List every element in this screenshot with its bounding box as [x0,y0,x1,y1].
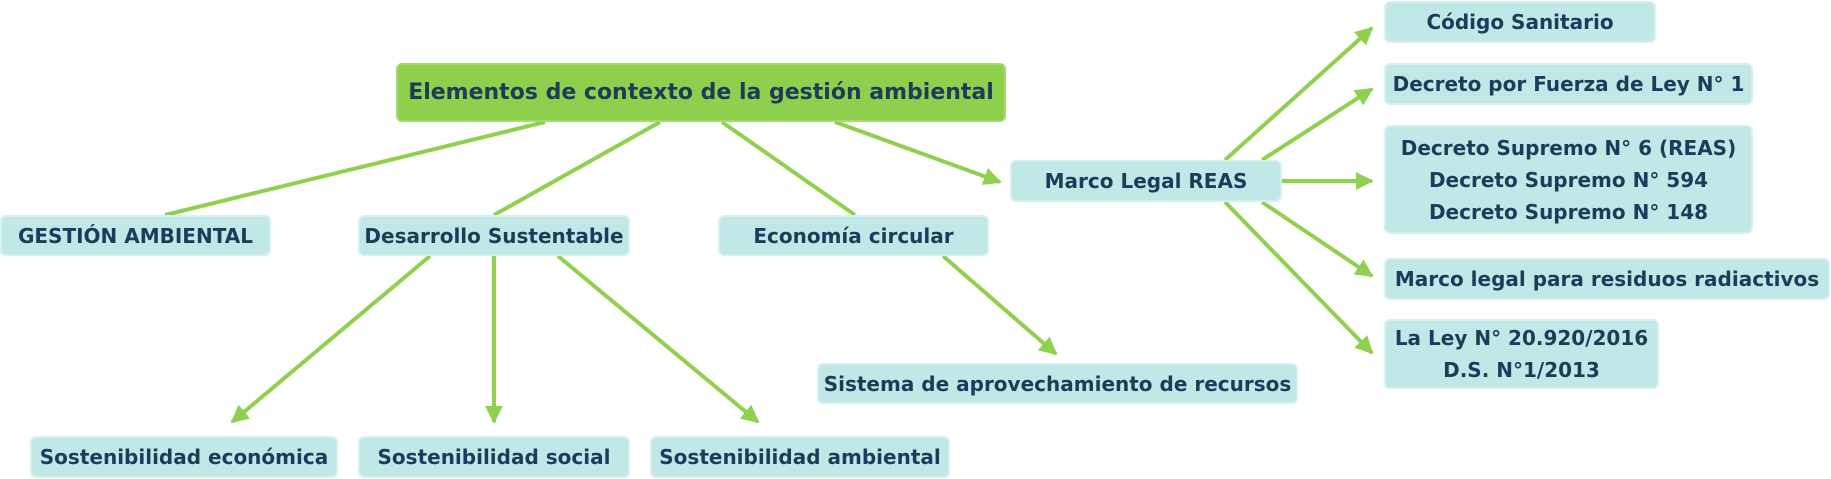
arrow-desarrollo-sost-amb [556,254,760,424]
arrow-desarrollo-sost-econ [230,254,432,424]
arrow-root-marco [834,120,1002,185]
arrow-economia-sist-aprov [941,254,1058,356]
node-label: Elementos de contexto de la gestión ambi… [408,79,994,105]
node-label: Decreto por Fuerza de Ley N° 1 [1392,72,1745,96]
node-codigo-sanitario[interactable]: Código Sanitario [1384,1,1656,43]
node-label-line: Decreto Supremo N° 6 (REAS) [1400,135,1737,160]
node-label: GESTIÓN AMBIENTAL [17,223,254,248]
node-label-line: D.S. N°1/2013 [1443,358,1600,382]
node-residuos-radiactivos[interactable]: Marco legal para residuos radiactivos [1384,258,1830,300]
node-label: Sostenibilidad ambiental [659,445,941,469]
arrow-marco-ley [1223,200,1374,355]
connector-root-gestion [164,120,546,217]
node-label: Sostenibilidad social [377,445,611,469]
node-label: Marco Legal REAS [1044,169,1248,193]
arrow-marco-radiactivos [1260,200,1374,278]
node-label: Marco legal para residuos radiactivos [1394,267,1820,291]
node-gestion-ambiental[interactable]: GESTIÓN AMBIENTAL [0,215,271,256]
node-sistema-aprovechamiento[interactable]: Sistema de aprovechamiento de recursos [817,363,1298,404]
node-label-line: Decreto Supremo N° 594 [1428,167,1709,192]
connector-root-desarrollo [493,120,661,217]
node-label: Sistema de aprovechamiento de recursos [823,371,1292,396]
node-label-line: La Ley N° 20.920/2016 [1394,326,1649,350]
node-label: Código Sanitario [1426,10,1614,34]
node-economia-circular[interactable]: Economía circular [718,215,989,256]
node-ley-20920[interactable]: La Ley N° 20.920/2016 D.S. N°1/2013 [1384,319,1659,389]
node-label: Desarrollo Sustentable [364,223,624,248]
node-sostenibilidad-social[interactable]: Sostenibilidad social [358,436,630,478]
node-decreto-fuerza-ley[interactable]: Decreto por Fuerza de Ley N° 1 [1384,63,1753,105]
node-decretos-supremos[interactable]: Decreto Supremo N° 6 (REAS) Decreto Supr… [1384,125,1753,234]
node-desarrollo-sustentable[interactable]: Desarrollo Sustentable [358,215,630,256]
node-label-line: Decreto Supremo N° 148 [1428,199,1709,224]
connector-root-economia [720,120,857,217]
node-label: Economía circular [753,223,954,248]
node-sostenibilidad-ambiental[interactable]: Sostenibilidad ambiental [650,436,950,478]
node-sostenibilidad-economica[interactable]: Sostenibilidad económica [30,436,338,478]
arrow-marco-codigo [1223,26,1374,162]
node-marco-legal-reas[interactable]: Marco Legal REAS [1010,160,1282,202]
arrow-marco-dfl [1260,87,1374,162]
node-elementos-contexto[interactable]: Elementos de contexto de la gestión ambi… [396,63,1006,122]
node-label: Sostenibilidad económica [39,445,329,469]
